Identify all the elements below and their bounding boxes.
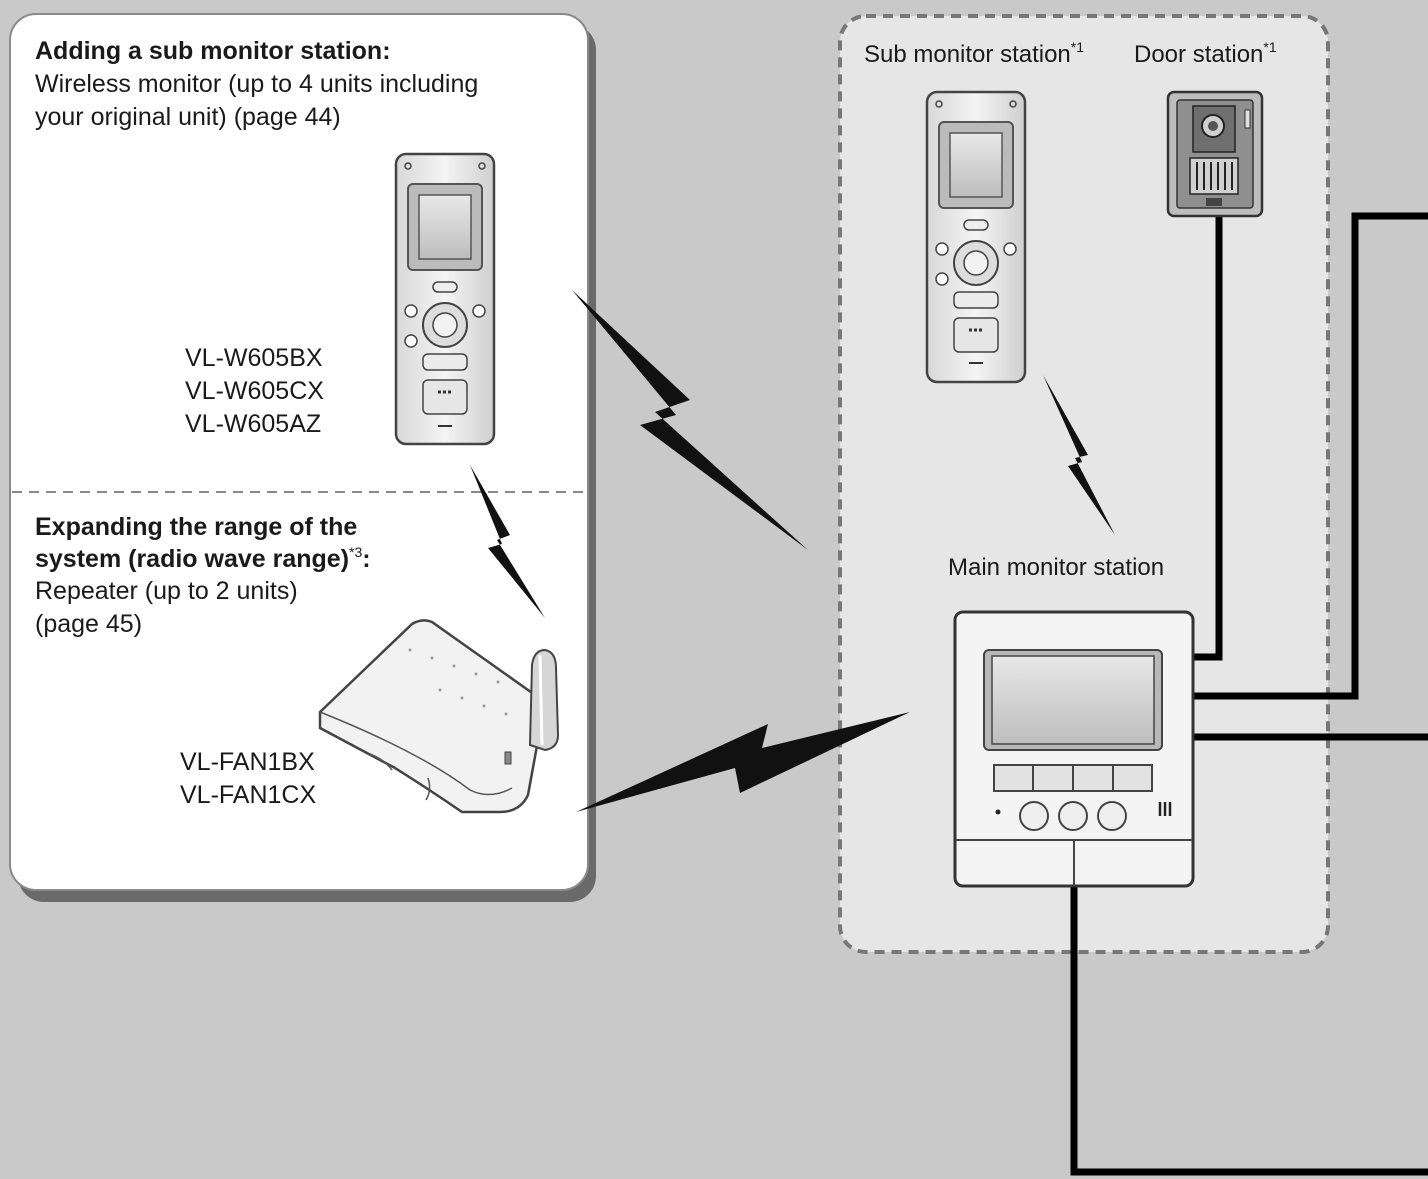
footnote-marker-3: *3	[349, 544, 363, 560]
wireless-signals	[470, 290, 1115, 812]
sub-monitor-station-text: Sub monitor station	[864, 41, 1071, 68]
main-monitor-device	[953, 610, 1195, 888]
wire-bottom	[1070, 886, 1428, 1176]
repeater-heading-line2: system (radio wave range)*3:	[35, 543, 371, 579]
wireless-monitor-model-2: VL-W605CX	[185, 377, 324, 405]
repeater-heading-line1: Expanding the range of the	[35, 513, 358, 541]
sub-monitor-description-line2: your original unit) (page 44)	[35, 103, 341, 131]
lightning-bolt-sub-monitor	[1043, 375, 1115, 535]
door-station-device	[1166, 90, 1264, 218]
wire-top-right	[1192, 212, 1428, 700]
sub-monitor-description-line1: Wireless monitor (up to 4 units includin…	[35, 70, 479, 98]
wireless-monitor-left	[394, 152, 496, 446]
repeater-description-line2: (page 45)	[35, 610, 143, 638]
door-station-wire	[1192, 212, 1223, 661]
door-station-label: Door station*1	[1134, 38, 1277, 74]
lightning-bolt-wireless-repeater	[470, 465, 545, 618]
repeater-heading-colon: :	[362, 545, 371, 573]
repeater-heading-text: system (radio wave range)	[35, 545, 350, 573]
wireless-monitor-model-3: VL-W605AZ	[185, 410, 322, 438]
footnote-marker-1-door: *1	[1263, 39, 1277, 55]
sub-monitor-heading: Adding a sub monitor station:	[35, 37, 391, 65]
lightning-bolt-repeater-to-main	[576, 712, 910, 812]
repeater-description-line1: Repeater (up to 2 units)	[35, 577, 298, 605]
wires	[1070, 212, 1428, 1176]
sub-monitor-station-label: Sub monitor station*1	[864, 38, 1084, 74]
repeater-device	[318, 619, 560, 814]
wireless-monitor-model-1: VL-W605BX	[185, 344, 323, 372]
repeater-model-2: VL-FAN1CX	[180, 781, 317, 809]
repeater-model-1: VL-FAN1BX	[180, 748, 315, 776]
lightning-bolt-sub-to-main	[572, 290, 808, 550]
footnote-marker-1-sub: *1	[1070, 39, 1085, 55]
main-monitor-station-label: Main monitor station	[948, 554, 1165, 581]
wireless-monitor-sub-station	[925, 90, 1027, 384]
door-station-text: Door station	[1134, 41, 1264, 68]
